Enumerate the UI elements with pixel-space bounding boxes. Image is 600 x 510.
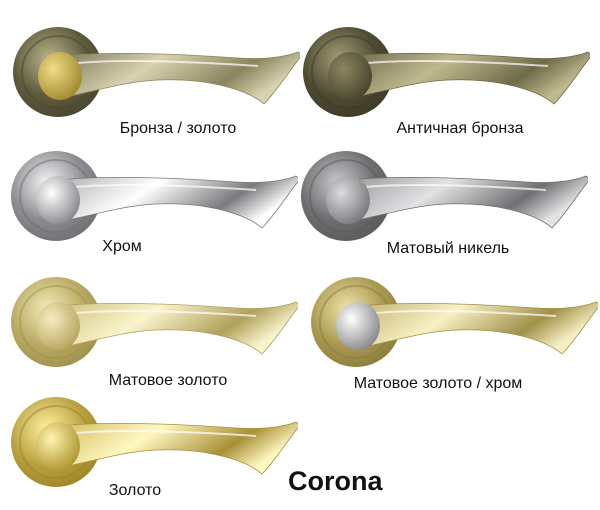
lever [36, 421, 298, 475]
handle-chrome [11, 151, 298, 241]
lever [36, 175, 298, 229]
handle-matte-nickel [301, 151, 588, 241]
label-antique-bronze: Античная бронза [396, 120, 524, 137]
handle-antique-bronze [303, 27, 590, 117]
handle-bronze-gold [13, 27, 300, 117]
label-matte-gold-chrome: Матовое золото / хром [353, 375, 523, 392]
lever [38, 51, 300, 105]
label-matte-gold: Матовое золото [108, 372, 228, 389]
label-bronze-gold: Бронза / золото [119, 120, 237, 137]
handle-gold [11, 397, 298, 487]
handle-matte-gold-chrome [311, 277, 598, 367]
lever [336, 301, 598, 355]
product-title: Corona [288, 466, 383, 496]
lever [36, 301, 298, 355]
label-gold: Золото [108, 482, 162, 499]
label-matte-nickel: Матовый никель [386, 240, 510, 257]
lever [326, 175, 588, 229]
lever [328, 51, 590, 105]
label-chrome: Хром [102, 238, 142, 255]
handle-matte-gold [11, 277, 298, 367]
